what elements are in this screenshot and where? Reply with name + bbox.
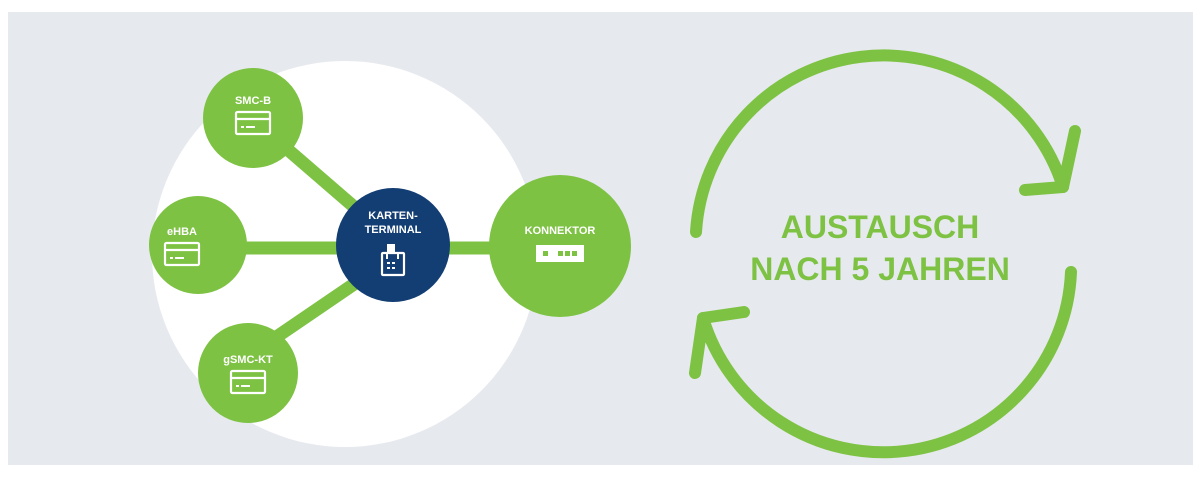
node-gsmc-kt: gSMC-KT — [198, 323, 298, 423]
cycle-arrows-icon — [689, 49, 1081, 459]
card-icon — [229, 369, 267, 395]
cycle-arrow-top-arc — [690, 49, 1069, 238]
cycle-arrow-bottom-head — [689, 306, 750, 379]
cycle-arrow-top-head — [1019, 125, 1081, 196]
node-ehba-label: eHBA — [167, 226, 197, 238]
line-smcb-terminal — [274, 137, 365, 217]
node-ehba: eHBA — [149, 196, 247, 294]
node-terminal-label-line2: TERMINAL — [365, 224, 422, 236]
node-terminal: KARTEN- TERMINAL — [336, 188, 450, 302]
card-icon — [163, 241, 201, 267]
card-icon — [234, 110, 272, 136]
node-gsmc-kt-label: gSMC-KT — [223, 354, 273, 366]
node-smc-b-label: SMC-B — [235, 95, 271, 107]
line-gsmckt-terminal — [268, 274, 364, 346]
cycle-arrow-bottom-arc — [697, 266, 1077, 459]
node-smc-b: SMC-B — [203, 68, 303, 168]
node-terminal-label-line1: KARTEN- — [368, 210, 418, 222]
cycle-text-line1: AUSTAUSCH — [781, 209, 980, 245]
node-konnektor-label: KONNEKTOR — [525, 225, 596, 237]
node-gsmc-kt-circle — [198, 323, 298, 423]
node-konnektor: KONNEKTOR — [489, 175, 631, 317]
connector-device-icon — [536, 245, 584, 262]
cycle-text-line2: NACH 5 JAHREN — [750, 251, 1010, 287]
card-terminal-icon — [380, 244, 406, 277]
